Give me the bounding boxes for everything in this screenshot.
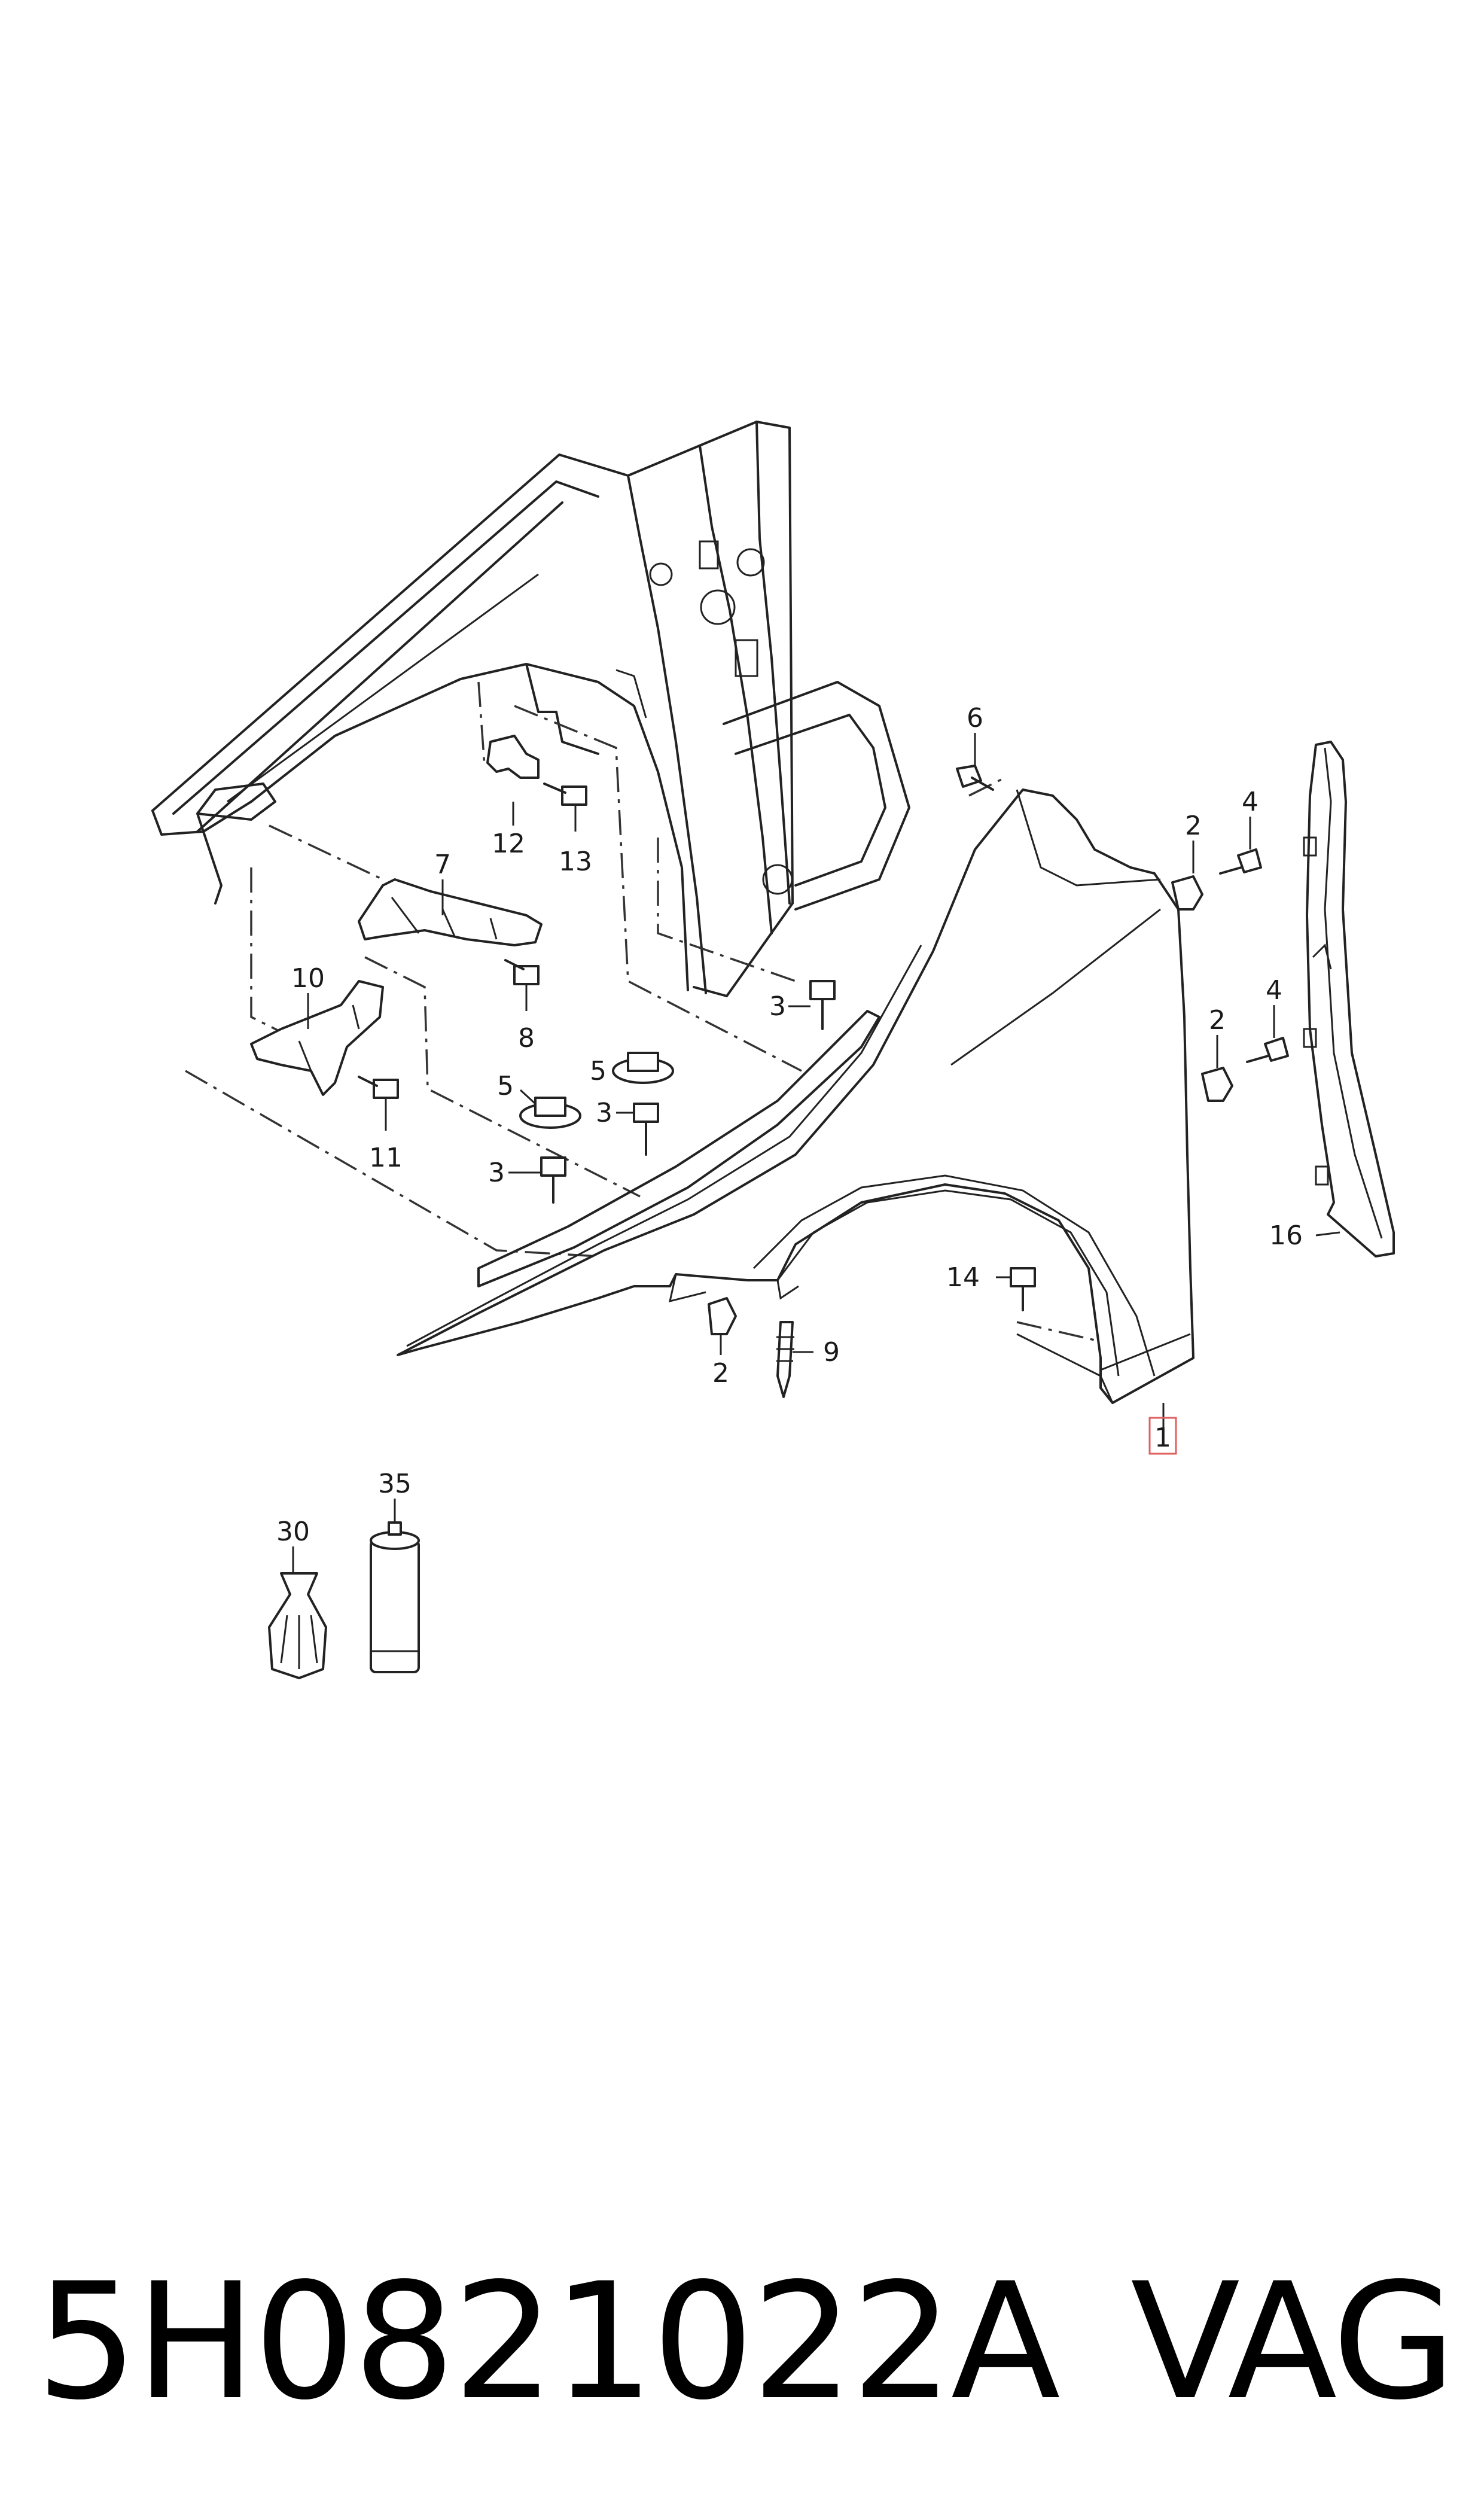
highlight-box [1148,1417,1177,1455]
callout-3[interactable]: 3 [596,1098,613,1128]
brand-name: VAG [1130,2249,1456,2435]
callout-6[interactable]: 6 [967,703,983,733]
bolt-14 [1010,1267,1036,1311]
bolt-6 [956,765,994,791]
screw-4a [1219,848,1262,875]
callout-3[interactable]: 3 [488,1158,505,1188]
nut-2b [1201,1067,1233,1102]
callout-5[interactable]: 5 [590,1056,607,1086]
callout-14[interactable]: 14 [946,1262,980,1293]
nut-5a [612,1052,674,1084]
bolt-3c [540,1156,566,1204]
bracket-10 [250,980,384,1096]
callout-35[interactable]: 35 [378,1469,412,1499]
bolt-3a [809,980,836,1030]
callout-1[interactable]: 1 [1154,1423,1171,1453]
fender [397,788,1194,1404]
callout-11[interactable]: 11 [369,1143,403,1173]
callout-4[interactable]: 4 [1266,975,1282,1006]
callout-16[interactable]: 16 [1269,1220,1303,1251]
callout-2[interactable]: 2 [1185,811,1202,841]
parts-diagram: 1 2 2 2 3 3 3 4 4 5 5 6 7 8 9 10 11 12 1… [151,421,1395,1679]
nut-2c [708,1297,737,1335]
callout-2[interactable]: 2 [1209,1005,1226,1036]
nut-5b [519,1097,581,1129]
stud-9 [776,1321,794,1398]
side-trim [1303,741,1395,1258]
spray-can-35 [370,1521,420,1673]
callout-13[interactable]: 13 [559,847,592,877]
leader-lines [292,733,1340,1573]
callout-10[interactable]: 10 [291,963,325,994]
bolt-13 [543,783,587,806]
screw-4b [1246,1037,1289,1063]
callout-2[interactable]: 2 [712,1358,729,1389]
bolt-11 [358,1076,399,1099]
callout-7[interactable]: 7 [434,850,451,880]
body-structure [151,421,910,997]
footer: 5H0821022A VAG [36,2243,1471,2441]
bolt-8 [504,959,540,985]
callout-5[interactable]: 5 [497,1071,514,1101]
callout-12[interactable]: 12 [492,829,525,859]
callout-30[interactable]: 30 [276,1517,310,1547]
bracket-12 [486,735,540,779]
sealant-bag-30 [268,1572,327,1679]
part-number: 5H0821022A [36,2249,1061,2435]
nut-2a [1171,875,1203,911]
bolt-3b [633,1103,659,1156]
callout-3[interactable]: 3 [769,991,786,1022]
callout-8[interactable]: 8 [518,1023,535,1054]
assembly-lines [185,681,1095,1341]
bracket-7 [358,878,543,946]
callouts: 1 2 2 2 3 3 3 4 4 5 5 6 7 8 9 10 11 12 1… [276,703,1303,1547]
callout-9[interactable]: 9 [823,1337,840,1368]
callout-4[interactable]: 4 [1242,787,1258,817]
